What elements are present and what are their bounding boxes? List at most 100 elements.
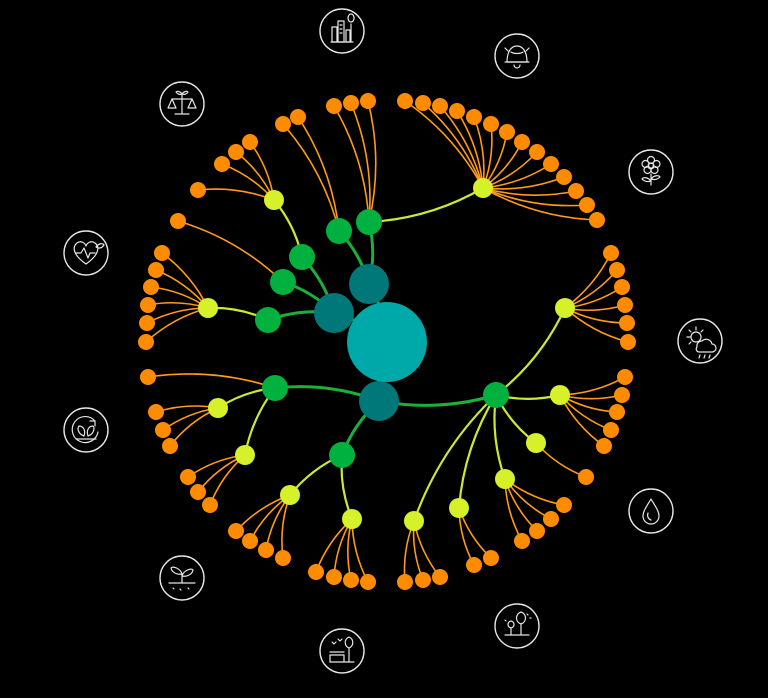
subhub-node[interactable] — [473, 178, 493, 198]
leaf-node[interactable] — [617, 297, 633, 313]
leaf-node[interactable] — [397, 93, 413, 109]
leaf-node[interactable] — [432, 98, 448, 114]
subhub-node[interactable] — [526, 433, 546, 453]
leaf-node[interactable] — [603, 422, 619, 438]
leaf-node[interactable] — [326, 98, 342, 114]
leaf-node[interactable] — [620, 334, 636, 350]
leaf-node[interactable] — [617, 369, 633, 385]
leaf-node[interactable] — [614, 387, 630, 403]
leaf-node[interactable] — [609, 262, 625, 278]
subhub-node[interactable] — [449, 498, 469, 518]
leaf-node[interactable] — [603, 245, 619, 261]
leaf-node[interactable] — [258, 542, 274, 558]
leaf-node[interactable] — [568, 183, 584, 199]
leaf-node[interactable] — [242, 134, 258, 150]
subhub-node[interactable] — [550, 385, 570, 405]
leaf-node[interactable] — [609, 404, 625, 420]
leaf-node[interactable] — [190, 182, 206, 198]
hub-node[interactable] — [326, 218, 352, 244]
bell-icon[interactable] — [494, 33, 540, 79]
leaf-node[interactable] — [290, 109, 306, 125]
leaf-node[interactable] — [529, 144, 545, 160]
balance-scale-icon[interactable] — [159, 81, 205, 127]
subhub-node[interactable] — [555, 298, 575, 318]
subhub-node[interactable] — [208, 398, 228, 418]
leaf-node[interactable] — [415, 572, 431, 588]
leaf-node[interactable] — [614, 279, 630, 295]
leaf-node[interactable] — [543, 511, 559, 527]
hub-node[interactable] — [356, 209, 382, 235]
leaf-node[interactable] — [154, 245, 170, 261]
leaf-node[interactable] — [589, 212, 605, 228]
leaf-node[interactable] — [499, 124, 515, 140]
leaf-node[interactable] — [397, 574, 413, 590]
leaf-node[interactable] — [162, 438, 178, 454]
leaf-node[interactable] — [155, 422, 171, 438]
subhub-node[interactable] — [495, 469, 515, 489]
leaf-node[interactable] — [556, 497, 572, 513]
leaf-node[interactable] — [514, 533, 530, 549]
leaf-node[interactable] — [579, 197, 595, 213]
weather-icon[interactable] — [677, 318, 723, 364]
tree-planting-icon[interactable] — [494, 603, 540, 649]
leaf-node[interactable] — [138, 334, 154, 350]
leaf-node[interactable] — [275, 116, 291, 132]
leaf-node[interactable] — [483, 116, 499, 132]
leaf-node[interactable] — [596, 438, 612, 454]
flower-icon[interactable] — [628, 149, 674, 195]
subhub-node[interactable] — [342, 509, 362, 529]
subhub-node[interactable] — [198, 298, 218, 318]
leaf-node[interactable] — [556, 169, 572, 185]
leaf-node[interactable] — [170, 213, 186, 229]
leaf-node[interactable] — [275, 550, 291, 566]
hub-node[interactable] — [270, 269, 296, 295]
hub-node[interactable] — [329, 442, 355, 468]
leaf-node[interactable] — [228, 523, 244, 539]
hub-node[interactable] — [289, 244, 315, 270]
leaf-node[interactable] — [140, 297, 156, 313]
subhub-node[interactable] — [264, 190, 284, 210]
branch-node[interactable] — [314, 293, 354, 333]
leaf-node[interactable] — [202, 497, 218, 513]
leaf-node[interactable] — [228, 144, 244, 160]
leaf-node[interactable] — [326, 569, 342, 585]
leaf-node[interactable] — [214, 156, 230, 172]
recycle-leaf-icon[interactable] — [63, 407, 109, 453]
subhub-node[interactable] — [404, 511, 424, 531]
heart-health-icon[interactable] — [63, 230, 109, 276]
leaf-node[interactable] — [415, 95, 431, 111]
hub-node[interactable] — [255, 307, 281, 333]
city-icon[interactable] — [319, 8, 365, 54]
leaf-node[interactable] — [139, 315, 155, 331]
leaf-node[interactable] — [543, 156, 559, 172]
seedling-icon[interactable] — [159, 555, 205, 601]
leaf-node[interactable] — [148, 404, 164, 420]
water-drop-icon[interactable] — [628, 488, 674, 534]
leaf-node[interactable] — [483, 550, 499, 566]
subhub-node[interactable] — [235, 445, 255, 465]
leaf-node[interactable] — [360, 574, 376, 590]
branch-node[interactable] — [349, 264, 389, 304]
leaf-node[interactable] — [308, 564, 324, 580]
leaf-node[interactable] — [432, 569, 448, 585]
leaf-node[interactable] — [449, 103, 465, 119]
hub-node[interactable] — [262, 375, 288, 401]
leaf-node[interactable] — [578, 469, 594, 485]
leaf-node[interactable] — [466, 109, 482, 125]
leaf-node[interactable] — [619, 315, 635, 331]
leaf-node[interactable] — [343, 95, 359, 111]
hub-node[interactable] — [483, 382, 509, 408]
leaf-node[interactable] — [148, 262, 164, 278]
leaf-node[interactable] — [140, 369, 156, 385]
leaf-node[interactable] — [143, 279, 159, 295]
leaf-node[interactable] — [242, 533, 258, 549]
leaf-node[interactable] — [343, 572, 359, 588]
leaf-node[interactable] — [529, 523, 545, 539]
subhub-node[interactable] — [280, 485, 300, 505]
leaf-node[interactable] — [180, 469, 196, 485]
root-node[interactable] — [347, 302, 427, 382]
leaf-node[interactable] — [514, 134, 530, 150]
leaf-node[interactable] — [466, 557, 482, 573]
park-bench-icon[interactable] — [319, 628, 365, 674]
leaf-node[interactable] — [360, 93, 376, 109]
